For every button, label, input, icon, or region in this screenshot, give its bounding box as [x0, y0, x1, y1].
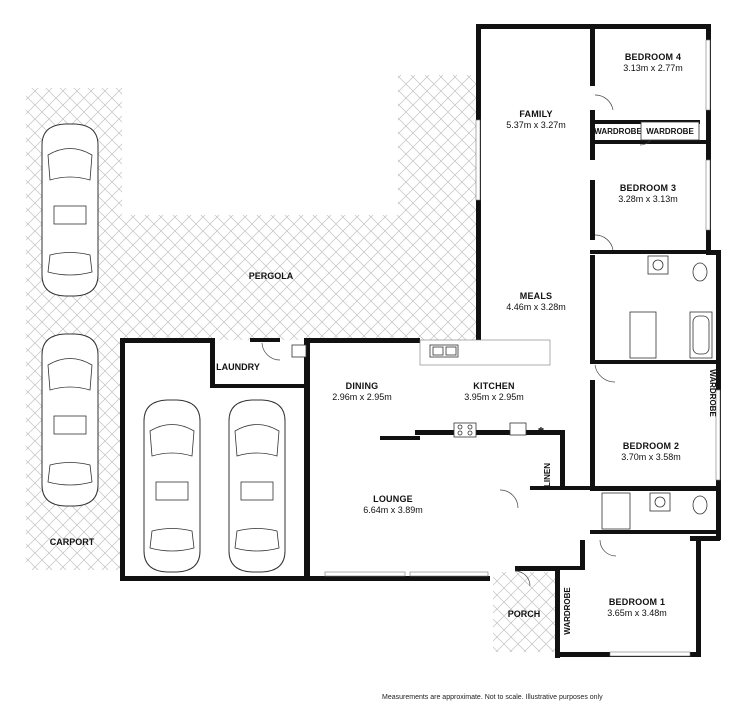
porch-label: PORCH: [508, 609, 541, 619]
car-icon: [41, 333, 99, 507]
room-label-family: FAMILY: [519, 109, 552, 119]
room-label-dining: DINING: [346, 381, 379, 391]
pergola-label: PERGOLA: [249, 271, 294, 281]
room-label-kitchen: KITCHEN: [473, 381, 514, 391]
room-dims-bedroom1: 3.65m x 3.48m: [607, 608, 667, 618]
room-label-bedroom3: BEDROOM 3: [620, 183, 676, 193]
wardrobe-label: WARDROBE: [563, 587, 572, 635]
wardrobe-box: [640, 121, 700, 141]
stove-icon: [453, 422, 477, 438]
room-dims-lounge: 6.64m x 3.89m: [363, 505, 423, 515]
wardrobe-label: WARDROBE: [594, 127, 642, 136]
room-label-bedroom4: BEDROOM 4: [625, 52, 681, 62]
sink-icon: [291, 344, 307, 358]
room-dims-bedroom3: 3.28m x 3.13m: [618, 194, 678, 204]
laundry-label: LAUNDRY: [216, 362, 260, 372]
room-dims-bedroom2: 3.70m x 3.58m: [621, 452, 681, 462]
room-label-bedroom1: BEDROOM 1: [609, 597, 665, 607]
room-dims-bedroom4: 3.13m x 2.77m: [623, 63, 683, 73]
carport-label: CARPORT: [50, 537, 95, 547]
room-dims-meals: 4.46m x 3.28m: [506, 302, 566, 312]
bathtub-icon: [689, 311, 713, 359]
car-icon: [143, 399, 201, 573]
room-dims-family: 5.37m x 3.27m: [506, 120, 566, 130]
room-dims-kitchen: 3.95m x 2.95m: [464, 392, 524, 402]
car-icon: [228, 399, 286, 573]
shower-icon: [601, 311, 657, 530]
sink-icon: [429, 344, 459, 358]
room-label-bedroom2: BEDROOM 2: [623, 441, 679, 451]
wardrobe-label: WARDROBE: [646, 127, 694, 136]
wardrobe-label: WARDROBE: [708, 369, 717, 417]
doors: [261, 94, 655, 587]
svg-text:❄: ❄: [538, 426, 545, 435]
porch-area: [493, 572, 555, 652]
disclaimer-note: Measurements are approximate. Not to sca…: [382, 694, 603, 701]
basin-icon: [647, 255, 671, 512]
room-label-lounge: LOUNGE: [373, 494, 413, 504]
room-dims-dining: 2.96m x 2.95m: [332, 392, 392, 402]
linen-label: LINEN: [543, 463, 552, 487]
fridge-icon: ❄: [509, 422, 545, 436]
room-label-meals: MEALS: [520, 291, 553, 301]
toilet-icon: [692, 262, 708, 515]
car-icon: [41, 123, 99, 297]
